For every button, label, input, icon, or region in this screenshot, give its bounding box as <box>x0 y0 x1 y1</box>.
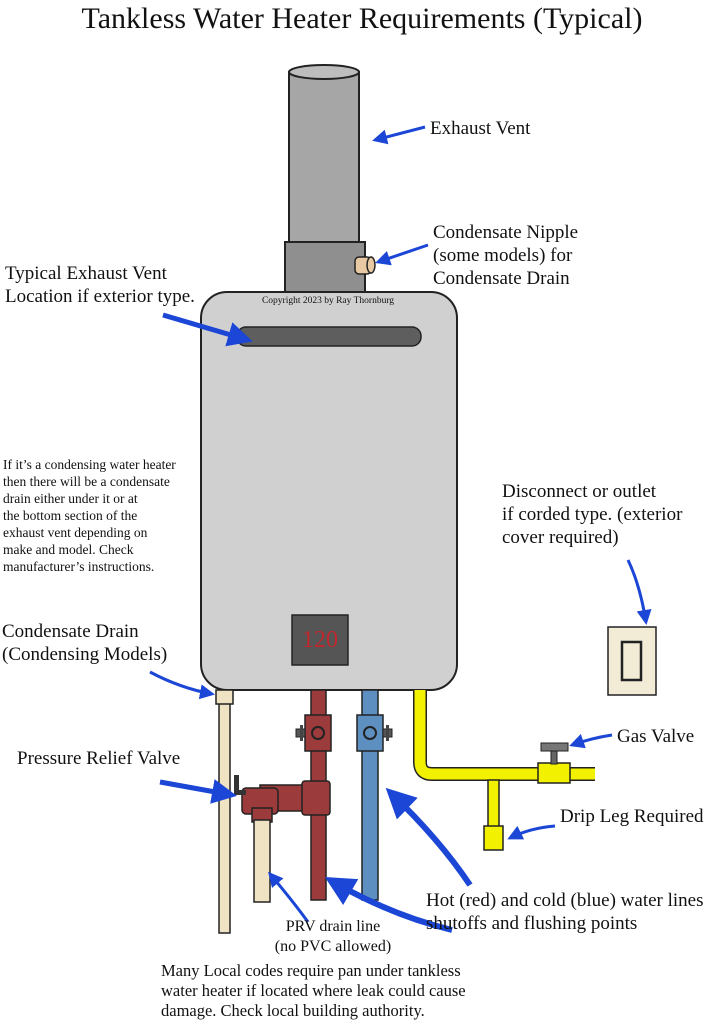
label-prv-drain: PRV drain line (no PVC allowed) <box>274 918 392 955</box>
label-exhaust-vent: Exhaust Vent <box>430 118 531 139</box>
exhaust-slot <box>236 326 422 347</box>
vent-collar <box>284 241 366 297</box>
arrow-exhaust-vent <box>372 125 426 145</box>
label-condensing-note: If it’s a condensing water heater then t… <box>3 457 176 574</box>
label-drip-leg: Drip Leg Required <box>560 806 704 827</box>
disconnect-outlet <box>607 626 657 696</box>
hot-water-line <box>259 689 332 901</box>
prv-drain-line <box>253 819 271 903</box>
arrow-cold-line <box>385 787 473 887</box>
label-condensate-drain: Condensate Drain (Condensing Models) <box>2 621 168 665</box>
cold-water-line <box>356 689 393 901</box>
label-gas-valve: Gas Valve <box>617 726 695 747</box>
label-exhaust-vent-location: Typical Exhaust Vent Location if exterio… <box>5 263 195 307</box>
label-disconnect: Disconnect or outlet if corded type. (ex… <box>502 481 683 548</box>
label-condensate-nipple: Condensate Nipple (some models) for Cond… <box>433 222 579 289</box>
arrow-condensate-nipple <box>375 243 429 266</box>
heater-body <box>200 291 458 691</box>
arrow-condensate-drain <box>149 670 215 700</box>
label-water-lines: Hot (red) and cold (blue) water lines sh… <box>426 890 704 934</box>
arrow-hot-line <box>324 876 453 933</box>
arrow-exhaust-slot <box>162 312 253 347</box>
condensate-nipple <box>354 256 376 275</box>
exhaust-vent-pipe <box>288 64 360 247</box>
copyright-text: Copyright 2023 by Ray Thornburg <box>261 296 395 306</box>
label-pan-note: Many Local codes require pan under tankl… <box>161 961 466 1020</box>
gas-line <box>413 690 595 851</box>
arrow-drip-leg <box>507 824 556 840</box>
condensate-drain-line <box>215 689 234 934</box>
temperature-display <box>291 614 349 666</box>
gas-valve <box>537 742 571 784</box>
page-title: Tankless Water Heater Requirements (Typi… <box>81 2 643 35</box>
arrow-disconnect <box>626 559 652 625</box>
label-pressure-relief-valve: Pressure Relief Valve <box>17 748 181 769</box>
arrow-prv <box>159 779 237 804</box>
display-reading: 120 <box>302 627 338 653</box>
arrow-prv-drain <box>268 871 310 923</box>
pressure-relief-valve <box>234 775 279 823</box>
arrow-gas-valve <box>569 733 613 749</box>
